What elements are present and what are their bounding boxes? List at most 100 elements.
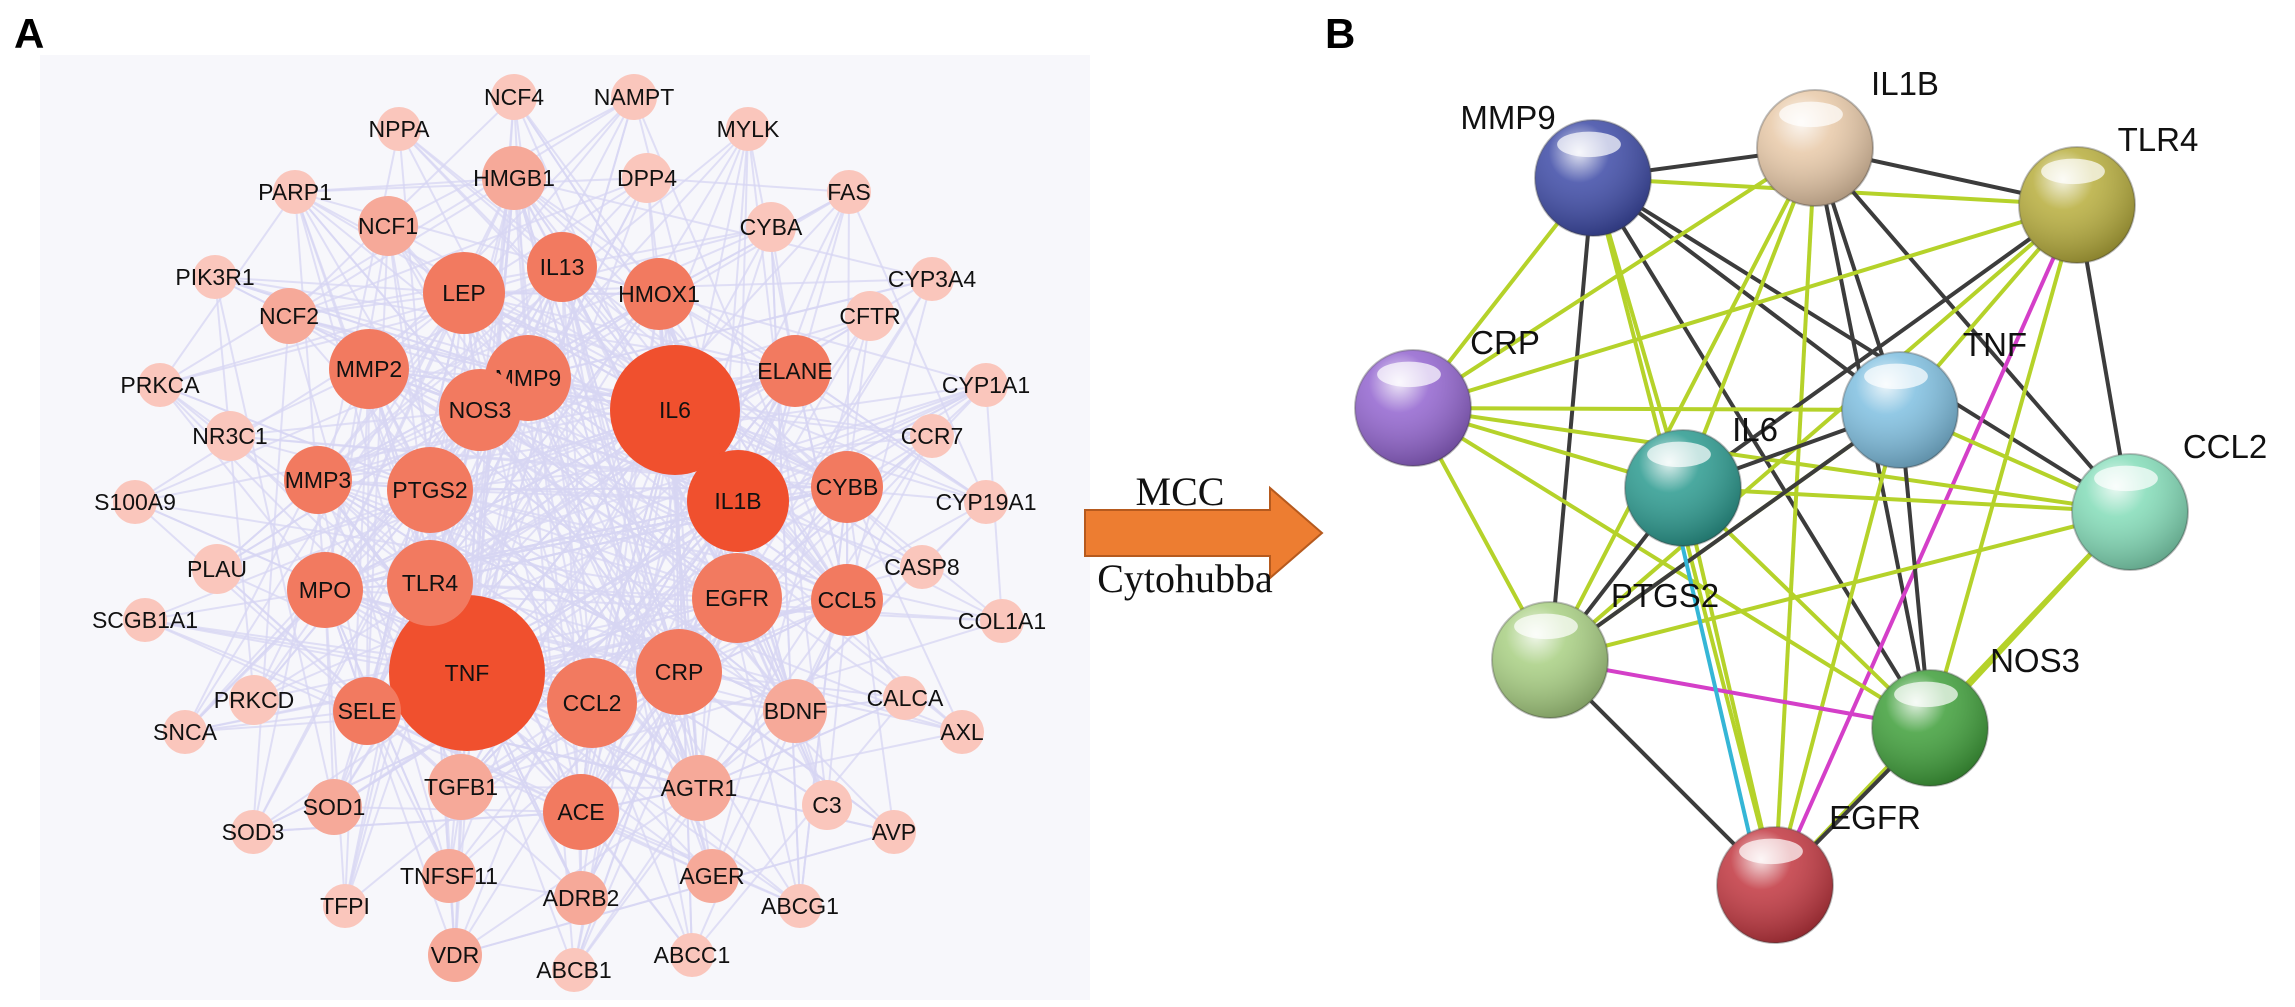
node-label: NOS3 (1990, 642, 2080, 679)
edge-cyp19a1-elane (794, 370, 987, 503)
node-circle (387, 447, 473, 533)
edge-ptgs2-hmgb1 (429, 177, 515, 491)
node-ptgs2: PTGS2 (1491, 577, 1719, 719)
node-circle (900, 545, 944, 589)
node-circle (940, 710, 984, 754)
node-circle (439, 369, 521, 451)
node-circle (666, 755, 732, 821)
node-label: ACE (557, 799, 604, 825)
node-parp1: PARP1 (258, 170, 332, 214)
node-circle (123, 598, 167, 642)
node-s100a9: S100A9 (94, 480, 176, 524)
node-prkcd: PRKCD (214, 675, 295, 725)
node-mylk: MYLK (717, 107, 780, 151)
edge-fas-ccl5 (846, 191, 850, 601)
node-circle (759, 335, 831, 407)
edge-ager-mpo (324, 589, 713, 877)
node-tnfsf11: TNFSF11 (400, 849, 498, 903)
node-label: PLAU (187, 556, 247, 582)
node-label: AVP (872, 819, 916, 845)
node-circle (872, 810, 916, 854)
node-label: ABCB1 (536, 957, 611, 983)
edge-il1b-ccl2 (1813, 146, 2132, 514)
node-label: TGFB1 (424, 774, 498, 800)
node-label: PTGS2 (392, 477, 467, 503)
edge-il1b-ptgs2 (1548, 147, 1817, 661)
node-circle (482, 146, 546, 210)
node-label: CYBB (816, 474, 879, 500)
node-label: TLR4 (402, 570, 458, 596)
edge-abcb1-mmp9 (527, 377, 575, 971)
node-label: PARP1 (258, 179, 332, 205)
node-circle (229, 675, 279, 725)
node-circle (205, 411, 255, 461)
node-hmgb1: HMGB1 (473, 146, 555, 210)
edge-tnfsf11-crp (448, 671, 680, 877)
node-label: HMOX1 (618, 281, 700, 307)
node-label: LEP (442, 280, 485, 306)
node-label: TLR4 (2118, 121, 2199, 158)
node-label: IL6 (659, 397, 691, 423)
node-nppa: NPPA (369, 107, 430, 151)
panel-a-label: A (14, 10, 44, 57)
node-label: BDNF (764, 698, 827, 724)
node-label: NCF2 (259, 303, 319, 329)
node-label: NOS3 (449, 397, 512, 423)
node-prkca: PRKCA (120, 363, 200, 407)
node-circle (811, 564, 883, 636)
node-plau: PLAU (187, 544, 247, 594)
node-nr3c1: NR3C1 (192, 411, 268, 461)
node-label: TNFSF11 (400, 863, 498, 889)
node-cyp3a4: CYP3A4 (888, 257, 976, 301)
edge-abcb1-agtr1 (573, 787, 700, 971)
node-label: MMP9 (1460, 99, 1555, 136)
node-circle (389, 595, 545, 751)
node-label: HMGB1 (473, 165, 555, 191)
edge-scgb1a1-sele (144, 619, 368, 712)
node-label: CCL2 (563, 690, 622, 716)
edge-cyp19a1-fas (848, 191, 987, 503)
node-label: MMP2 (336, 356, 402, 382)
node-label: ABCC1 (654, 942, 731, 968)
node-tlr4: TLR4 (2018, 121, 2199, 264)
node-circle (193, 255, 237, 299)
node-label: SNCA (153, 719, 218, 745)
node-circle (163, 710, 207, 754)
node-label: CYP3A4 (888, 266, 976, 292)
node-circle (611, 74, 657, 120)
arrow-top-text: MCC (1136, 469, 1225, 514)
node-calca: CALCA (867, 676, 944, 720)
node-highlight (2041, 158, 2105, 185)
node-circle (428, 754, 494, 820)
node-label: NR3C1 (192, 423, 267, 449)
node-fas: FAS (827, 170, 871, 214)
edge-cyp3a4-hmgb1 (513, 177, 933, 280)
edge-ncf2-sod3 (252, 315, 290, 833)
node-circle (323, 884, 367, 928)
edge-calca-nos3 (479, 409, 906, 699)
edge-tlr4-egfr (1773, 204, 2079, 886)
node-label: PRKCD (214, 687, 295, 713)
node-label: AGER (679, 863, 744, 889)
node-egfr: EGFR (1716, 799, 1921, 944)
edge-dpp4-tnf (466, 177, 648, 674)
node-tnf: TNF (389, 595, 545, 751)
node-label: TNF (445, 660, 490, 686)
node-label: CRP (1470, 324, 1540, 361)
edge-ncf2-tnfsf11 (288, 315, 450, 877)
edge-ccl2-ptgs2 (1549, 510, 2131, 662)
edge-nppa-cybb (398, 128, 848, 488)
node-circle (746, 202, 796, 252)
node-circle (910, 414, 954, 458)
node-sod3: SOD3 (222, 810, 284, 854)
node-tgfb1: TGFB1 (424, 754, 498, 820)
node-snca: SNCA (153, 710, 218, 754)
node-circle (527, 232, 597, 302)
node-label: TNF (1963, 326, 2027, 363)
node-il6: IL6 (610, 345, 740, 475)
node-ace: ACE (543, 774, 619, 850)
node-label: PIK3R1 (175, 264, 254, 290)
node-circle (547, 658, 637, 748)
node-c3: C3 (802, 780, 852, 830)
node-ccl5: CCL5 (811, 564, 883, 636)
